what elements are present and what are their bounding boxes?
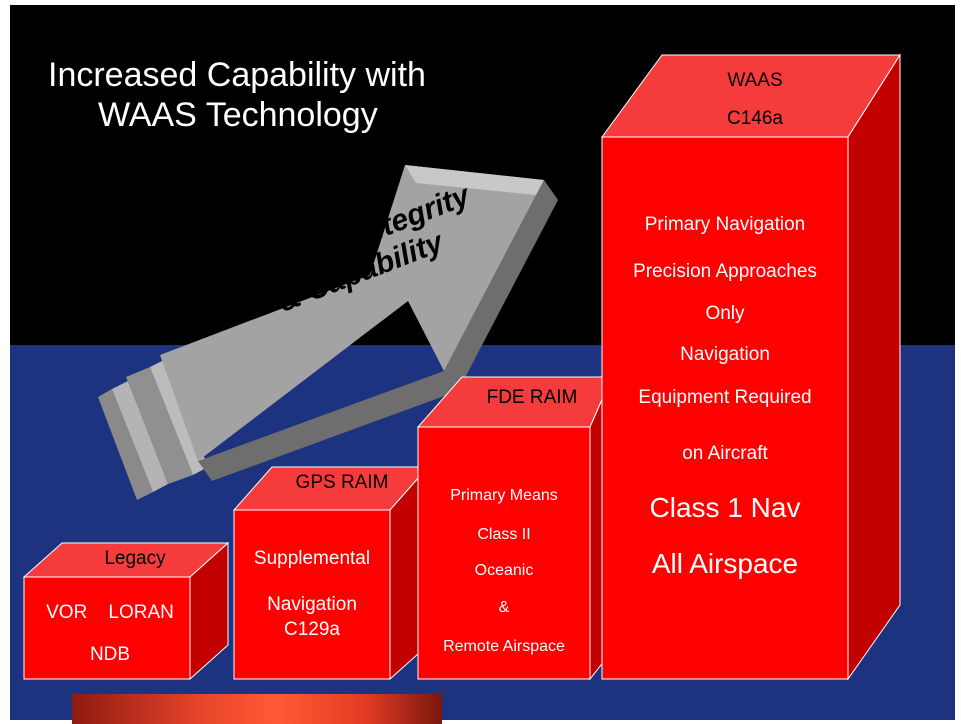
legacy-box-front bbox=[23, 576, 191, 680]
waas-box-side bbox=[847, 53, 901, 681]
bottom-gradient-bar bbox=[72, 694, 442, 724]
legacy-header: Legacy bbox=[104, 548, 166, 569]
capability-arrow bbox=[98, 165, 558, 500]
arrow-tail-block-2 bbox=[126, 367, 193, 484]
slide: Increased Integrity & Capability Increas… bbox=[10, 5, 955, 720]
fde-raim-box-front bbox=[417, 426, 591, 680]
gps-raim-line-2: Navigation bbox=[267, 594, 357, 615]
fde-raim-line-5: Remote Airspace bbox=[443, 638, 565, 655]
waas-line-4: Navigation bbox=[680, 344, 770, 365]
slide-title-line2: WAAS Technology bbox=[98, 96, 378, 134]
gps-raim-line-1: Supplemental bbox=[253, 548, 371, 569]
step-boxes bbox=[22, 53, 901, 681]
waas-line-3: Only bbox=[705, 303, 745, 324]
arrow-tail-block-1 bbox=[98, 389, 153, 500]
fde-raim-header: FDE RAIM bbox=[486, 387, 578, 408]
slide-title-line1: Increased Capability with bbox=[48, 56, 426, 94]
fde-raim-line-2: Class II bbox=[477, 526, 531, 543]
gps-raim-header: GPS RAIM bbox=[295, 472, 389, 493]
waas-box-front bbox=[601, 136, 849, 680]
arrow-body-face bbox=[160, 165, 544, 461]
waas-line-1: Primary Navigation bbox=[644, 214, 806, 235]
waas-big-line-2: All Airspace bbox=[651, 548, 799, 579]
fde-raim-line-1: Primary Means bbox=[450, 487, 558, 504]
legacy-line-2: NDB bbox=[89, 644, 131, 665]
arrow-head-highlight bbox=[405, 165, 544, 195]
legacy-line-1: VOR LORAN bbox=[46, 602, 174, 623]
waas-line-6: on Aircraft bbox=[682, 443, 768, 464]
gps-raim-line-3: C129a bbox=[284, 619, 340, 640]
waas-header-line2: C146a bbox=[727, 108, 783, 129]
fde-raim-line-3: Oceanic bbox=[474, 562, 534, 579]
arrow-body-side bbox=[198, 180, 558, 481]
waas-header-line1: WAAS bbox=[727, 70, 783, 91]
fde-raim-line-4: & bbox=[498, 599, 510, 616]
waas-line-2: Precision Approaches bbox=[633, 261, 817, 282]
waas-big-line-1: Class 1 Nav bbox=[649, 492, 801, 523]
waas-line-5: Equipment Required bbox=[638, 387, 812, 408]
gps-raim-box-front bbox=[233, 509, 391, 680]
arrow-tail-block-1-face bbox=[112, 381, 168, 492]
